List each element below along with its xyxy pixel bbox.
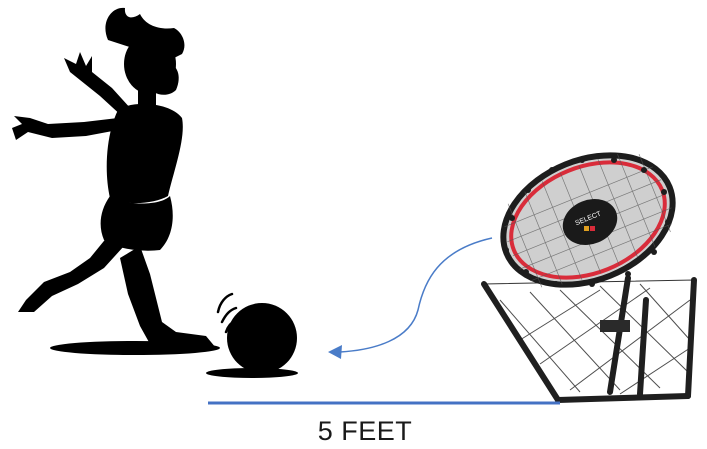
kicking-player-silhouette-icon xyxy=(12,8,216,352)
rebounder-icon: SELECT xyxy=(484,131,694,400)
return-arrow-icon xyxy=(328,238,492,359)
distance-label: 5 FEET xyxy=(300,416,430,447)
ball-icon xyxy=(218,294,297,373)
